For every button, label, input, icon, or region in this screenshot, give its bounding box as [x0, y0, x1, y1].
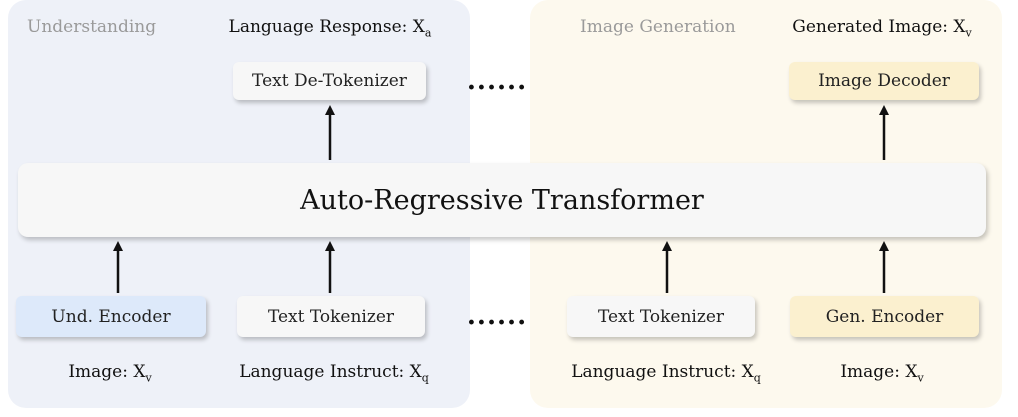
und-encoder-box: Und. Encoder — [16, 296, 206, 337]
text-tokenizer-und-box: Text Tokenizer — [237, 296, 425, 337]
text-detokenizer-box: Text De-Tokenizer — [233, 62, 426, 100]
gen-encoder-box: Gen. Encoder — [790, 296, 979, 337]
understanding-title: Understanding — [27, 17, 157, 37]
image-gen-caption: Image: Xv — [840, 362, 924, 385]
language-response-caption: Language Response: Xa — [228, 17, 432, 40]
ellipsis-bottom: ...... — [466, 301, 528, 331]
text-tokenizer-gen-box: Text Tokenizer — [567, 296, 755, 337]
image-generation-title: Image Generation — [580, 17, 736, 37]
ellipsis-top: ...... — [466, 66, 528, 96]
language-instruct-und-caption: Language Instruct: Xq — [239, 362, 429, 385]
language-instruct-gen-caption: Language Instruct: Xq — [571, 362, 761, 385]
image-decoder-box: Image Decoder — [789, 62, 979, 100]
image-und-caption: Image: Xv — [68, 362, 152, 385]
auto-regressive-transformer-box: Auto-Regressive Transformer — [18, 163, 986, 237]
generated-image-caption: Generated Image: Xv — [792, 17, 972, 40]
